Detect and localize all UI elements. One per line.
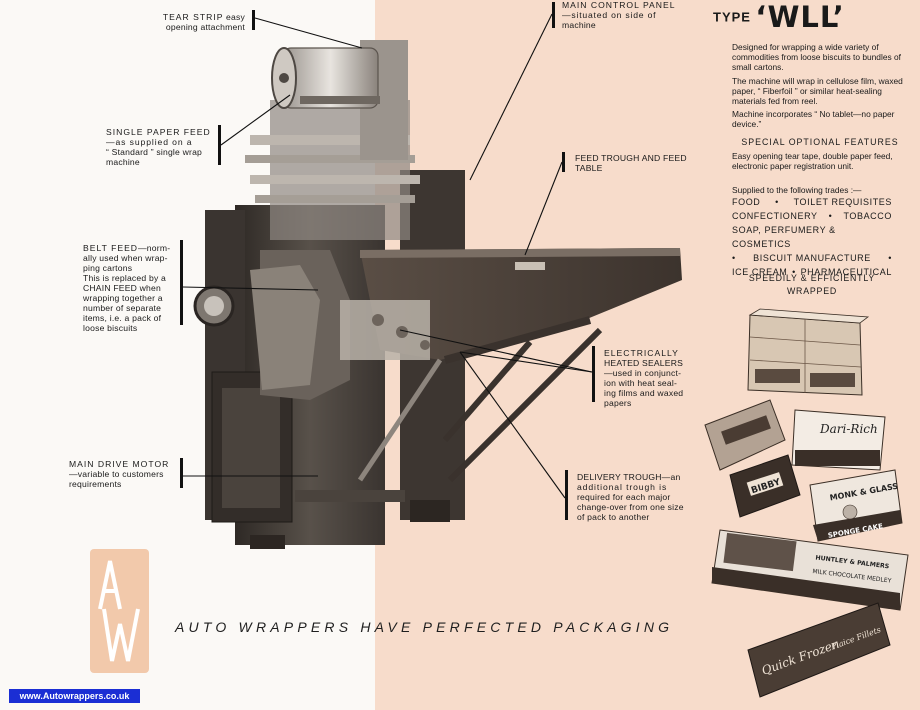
description-paragraph: Machine incorporates “ No tablet—no pape… [732,109,895,130]
callout-tear-strip: TEAR STRIP easy opening attachment [95,12,245,32]
callout-feed-trough: FEED TROUGH AND FEED TABLE [575,153,705,173]
callout-title: MAIN CONTROL PANEL [562,0,676,10]
slogan-line: Wrapped [786,286,838,296]
description-paragraph: The machine will wrap in cellulose film,… [732,75,903,107]
callout-line: —an [661,472,681,482]
callout-line: —norm- [138,243,171,253]
callout-line: “ Standard ” single wrap [106,147,203,157]
optional-features: SPECIAL OPTIONAL FEATURES Easy opening t… [732,137,908,175]
callout-title: DELIVERY TROUGH [577,472,662,482]
callout-line: ping cartons [83,263,133,273]
callout-title: TEAR STRIP [162,12,224,22]
slogan: Speedily & Efficiently Wrapped [732,272,892,298]
callout-line: machine [562,20,596,30]
callout-line: of pack to another [577,512,650,522]
website-link[interactable]: www.Autowrappers.co.uk [9,689,140,703]
callout-title: FEED TROUGH AND FEED [575,153,687,163]
callout-line: wrapping together a [83,293,163,303]
callout-line: —situated on side of [562,10,657,20]
carton-stack [747,308,870,396]
model-name: ‘WLL’ [755,0,845,34]
callout-title: MAIN DRIVE MOTOR [69,459,170,469]
callout-line: machine [106,157,140,167]
callout-line: —as supplied on a [106,137,193,147]
optional-features-heading: SPECIAL OPTIONAL FEATURES [741,137,899,147]
aw-logo: AW [90,549,149,673]
callout-line: items, i.e. a pack of [83,313,162,323]
tagline: Auto Wrappers have perfected packaging [175,619,674,635]
trades-list: Food•Toilet Requisites Confectionery•Tob… [732,197,892,277]
logo-letters: AW [118,669,120,672]
slogan-line: Speedily & Efficiently [748,273,876,283]
callout-delivery-trough: DELIVERY TROUGH—an additional trough is … [577,472,702,522]
optional-features-text: Easy opening tear tape, double paper fee… [732,151,893,172]
callout-line: loose biscuits [83,323,138,333]
callout-title: HEATED SEALERS [604,358,684,368]
pack-label-dari-rich: Dari-Rich [819,422,878,436]
page-title: TYPE ‘WLL’ [713,0,845,34]
callout-line: ing films and waxed [604,388,684,398]
callout-single-paper-feed: SINGLE PAPER FEED —as supplied on a “ St… [106,127,216,167]
callout-line: TABLE [575,163,603,173]
callout-line: CHAIN FEED when [83,283,161,293]
callout-line: papers [604,398,632,408]
type-label: TYPE [713,9,751,25]
callout-text: easy [226,12,245,22]
trade-item: Ice Cream [732,267,788,277]
callout-line: additional trough is [577,482,668,492]
callout-line: change-over from one size [577,502,684,512]
trade-item: Biscuit Manufacture [753,253,871,263]
description-paragraph: Designed for wrapping a wide variety of … [732,42,901,73]
trade-item: Soap, Perfumery & Cosmetics [732,225,836,249]
callout-main-drive-motor: MAIN DRIVE MOTOR —variable to customers … [69,459,179,489]
callout-title: ELECTRICALLY [604,348,679,358]
callout-line: ion with heat seal- [604,378,678,388]
callout-heated-sealers: ELECTRICALLY HEATED SEALERS —used in con… [604,348,704,408]
callout-title: BELT FEED [83,243,139,253]
callout-text: opening attachment [165,22,245,32]
callout-line: —used in conjunct- [604,368,682,378]
product-packs-illustration: Dari-Rich BIBBY MONK & GLASS SPONGE CAKE… [704,308,909,698]
trade-item: Toilet Requisites [793,197,892,207]
trade-item: Food [732,197,761,207]
callout-main-control-panel: MAIN CONTROL PANEL —situated on side of … [562,0,692,30]
callout-line: number of separate [83,303,162,313]
description: Designed for wrapping a wide variety of … [732,42,908,133]
callout-title: SINGLE PAPER FEED [106,127,211,137]
trades-intro: Supplied to the following trades :— [732,185,862,195]
callout-belt-feed: BELT FEED—norm- ally used when wrap- pin… [83,243,177,333]
callout-line: —variable to customers [69,469,164,479]
callout-line: required for each major [577,492,671,502]
trade-item: Pharmaceutical [800,267,892,277]
trade-item: Confectionery [732,211,818,221]
callout-line: ally used when wrap- [83,253,168,263]
callout-line: requirements [69,479,122,489]
trade-item: Tobacco [843,211,892,221]
callout-line: This is replaced by a [83,273,167,283]
